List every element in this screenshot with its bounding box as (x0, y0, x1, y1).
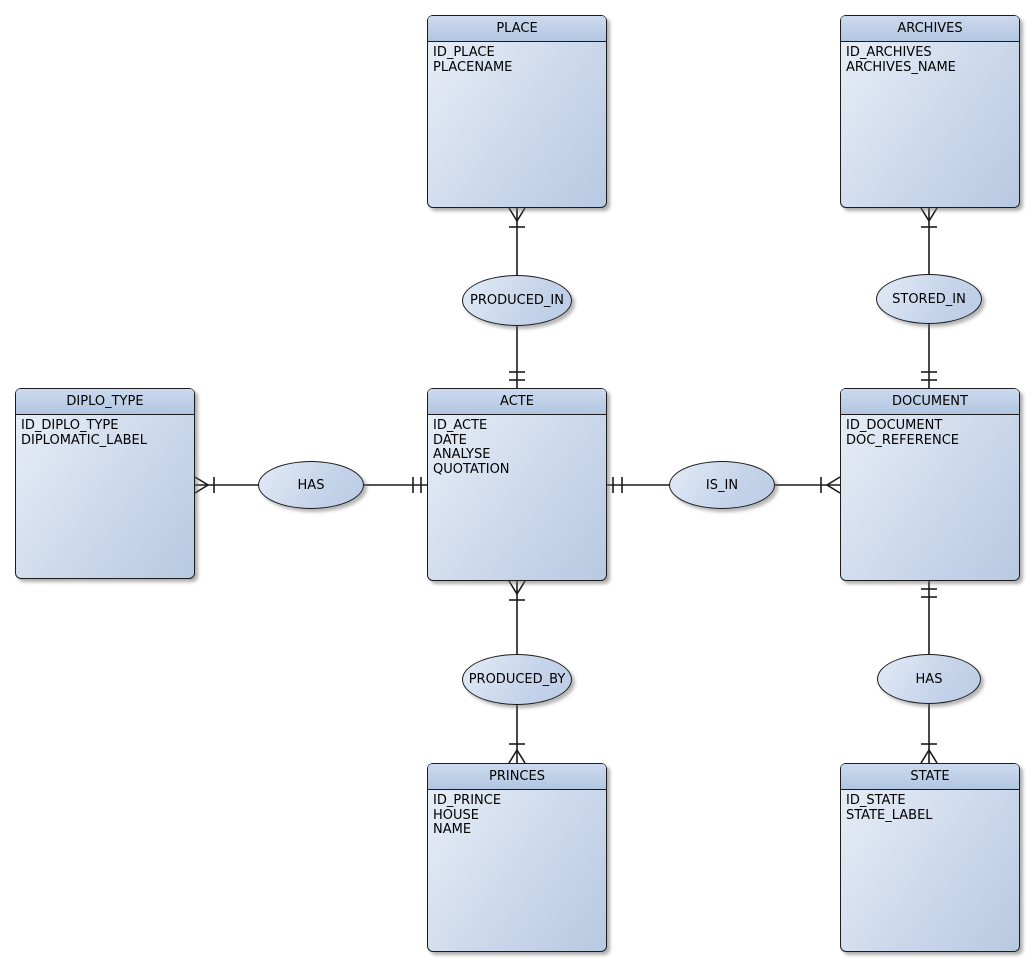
entity-diplo-type[interactable]: DIPLO_TYPE ID_DIPLO_TYPE DIPLOMATIC_LABE… (15, 388, 195, 579)
attribute: ID_ACTE (433, 418, 488, 433)
relationship-label: HAS (297, 477, 325, 493)
entity-acte-title: ACTE (428, 389, 606, 415)
entity-archives-title: ARCHIVES (841, 16, 1019, 42)
entity-acte-attributes: ID_ACTE DATE ANALYSE QUOTATION (428, 415, 606, 481)
crowsfoot-many-mark (920, 748, 938, 764)
entity-diplo-type-attributes: ID_DIPLO_TYPE DIPLOMATIC_LABEL (16, 415, 194, 452)
attribute: PLACENAME (433, 59, 513, 75)
relationship-has-diplo-type-acte[interactable]: HAS (258, 461, 364, 509)
entity-archives-attributes: ID_ARCHIVES ARCHIVES_NAME (841, 42, 1019, 79)
crowsfoot-many-mark (508, 207, 526, 223)
attribute: ID_ARCHIVES (846, 45, 932, 60)
entity-state-attributes: ID_STATE STATE_LABEL (841, 790, 1019, 827)
relationship-produced-in[interactable]: PRODUCED_IN (462, 275, 572, 326)
attribute: ANALYSE (433, 447, 491, 462)
attribute: ID_PLACE (433, 45, 495, 60)
attribute: ID_STATE (846, 793, 906, 808)
entity-state-title: STATE (841, 764, 1019, 790)
attribute: STATE_LABEL (846, 807, 933, 823)
attribute: DIPLOMATIC_LABEL (21, 432, 147, 448)
attribute: DOC_REFERENCE (846, 432, 960, 448)
attribute: DATE (433, 432, 467, 448)
entity-princes-attributes: ID_PRINCE HOUSE NAME (428, 790, 606, 842)
relationship-label: STORED_IN (892, 291, 966, 307)
attribute: ID_DIPLO_TYPE (21, 418, 119, 433)
entity-document[interactable]: DOCUMENT ID_DOCUMENT DOC_REFERENCE (840, 388, 1020, 581)
entity-acte[interactable]: ACTE ID_ACTE DATE ANALYSE QUOTATION (427, 388, 607, 581)
attribute: NAME (433, 822, 472, 837)
relationship-stored-in[interactable]: STORED_IN (876, 274, 982, 324)
entity-princes-title: PRINCES (428, 764, 606, 790)
attribute: ID_DOCUMENT (846, 418, 943, 433)
relationship-label: PRODUCED_IN (470, 293, 564, 308)
crowsfoot-many-mark (194, 476, 210, 494)
entity-place-attributes: ID_PLACE PLACENAME (428, 42, 606, 79)
entity-document-title: DOCUMENT (841, 389, 1019, 415)
entity-document-attributes: ID_DOCUMENT DOC_REFERENCE (841, 415, 1019, 452)
entity-archives[interactable]: ARCHIVES ID_ARCHIVES ARCHIVES_NAME (840, 15, 1020, 208)
attribute: ID_PRINCE (433, 793, 502, 808)
relationship-has-document-state[interactable]: HAS (877, 654, 981, 704)
crowsfoot-many-mark (825, 476, 841, 494)
entity-diplo-type-title: DIPLO_TYPE (16, 389, 194, 415)
entity-state[interactable]: STATE ID_STATE STATE_LABEL (840, 763, 1020, 952)
crowsfoot-many-mark (508, 580, 526, 596)
relationship-is-in[interactable]: IS_IN (669, 461, 775, 509)
attribute: ARCHIVES_NAME (846, 59, 956, 75)
entity-place-title: PLACE (428, 16, 606, 42)
crowsfoot-many-mark (508, 748, 526, 764)
crowsfoot-many-mark (920, 207, 938, 223)
relationship-produced-by[interactable]: PRODUCED_BY (462, 654, 572, 705)
relationship-label: PRODUCED_BY (468, 672, 566, 687)
entity-place[interactable]: PLACE ID_PLACE PLACENAME (427, 15, 607, 208)
entity-princes[interactable]: PRINCES ID_PRINCE HOUSE NAME (427, 763, 607, 952)
attribute: QUOTATION (433, 461, 510, 477)
relationship-label: IS_IN (705, 477, 739, 493)
relationship-label: HAS (915, 671, 943, 687)
attribute: HOUSE (433, 807, 479, 823)
